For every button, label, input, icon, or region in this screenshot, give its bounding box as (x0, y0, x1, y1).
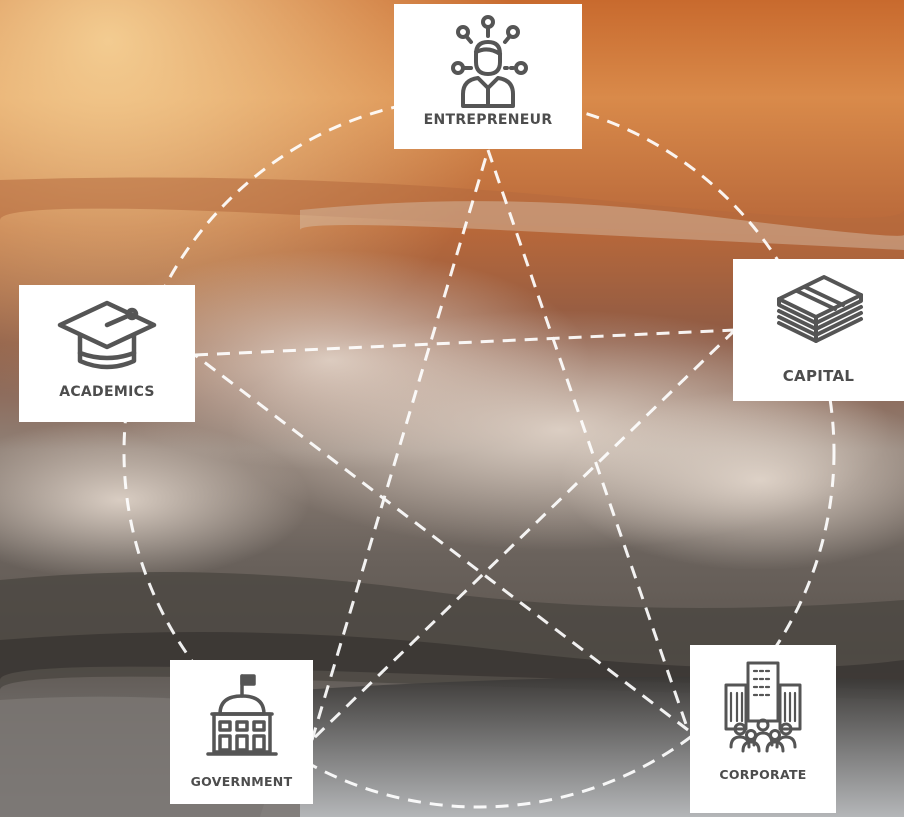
government-label: GOVERNMENT (190, 774, 293, 789)
node-academics: ACADEMICS (19, 285, 195, 422)
corporate-buildings-people-icon (724, 661, 802, 753)
graduation-cap-icon (57, 300, 157, 370)
line-entrepreneur-corporate (486, 149, 690, 731)
money-stack-icon (776, 275, 863, 343)
academics-label: ACADEMICS (59, 384, 155, 400)
node-entrepreneur: ENTREPRENEUR (394, 4, 582, 149)
entrepreneur-person-network-icon (451, 15, 528, 108)
capital-label: CAPITAL (782, 367, 855, 385)
line-academics-capital (194, 328, 736, 357)
line-capital-government (310, 328, 737, 742)
government-building-icon (205, 674, 278, 756)
node-government: GOVERNMENT (170, 660, 313, 804)
node-capital: CAPITAL (733, 259, 904, 401)
line-corporate-academics (194, 353, 689, 732)
line-government-entrepreneur (310, 149, 490, 741)
node-corporate: CORPORATE (690, 645, 836, 813)
corporate-label: CORPORATE (719, 767, 807, 782)
entrepreneur-label: ENTREPRENEUR (423, 112, 553, 128)
